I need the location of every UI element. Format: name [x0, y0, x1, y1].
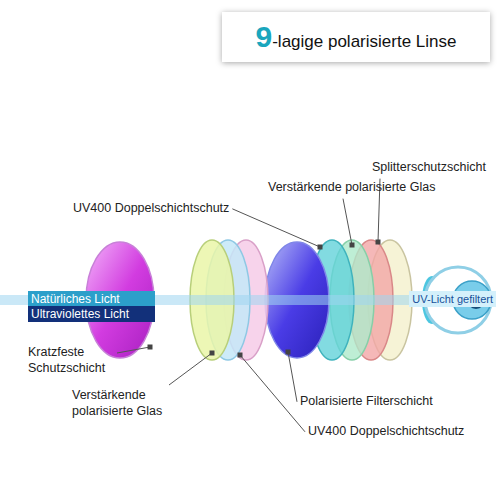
layer-label: UV400 Doppelschichtschutz — [73, 201, 229, 217]
leader-dot — [318, 245, 323, 250]
light-band: Natürliches Licht — [28, 291, 155, 307]
leader-line — [343, 199, 352, 245]
filtered-band: UV-Licht gefiltert — [409, 291, 496, 307]
leader-dot — [238, 353, 243, 358]
layer-label: Polarisierte Filterschicht — [300, 394, 433, 410]
light-band: Ultraviolettes Licht — [28, 306, 155, 322]
leader-dot — [148, 345, 153, 350]
leader-line — [117, 347, 150, 353]
leader-line — [232, 209, 320, 247]
title: 9-lagige polarisierte Linse — [256, 20, 457, 54]
leader-line — [169, 353, 212, 385]
leader-line — [288, 352, 297, 402]
layer-label: Verstärkende polarisierte Glas — [268, 180, 435, 196]
layer-label: Splitterschutzschicht — [372, 160, 486, 176]
leader-dot — [210, 351, 215, 356]
layer-label: Kratzfeste Schutzschicht — [28, 345, 114, 376]
layer-label: Verstärkende polarisierte Glas — [72, 388, 184, 419]
title-box: 9-lagige polarisierte Linse — [222, 12, 490, 62]
leader-line — [240, 355, 305, 432]
leader-dot — [350, 243, 355, 248]
layer-label: UV400 Doppelschichtschutz — [308, 424, 464, 440]
leader-dot — [376, 240, 381, 245]
leader-dot — [286, 350, 291, 355]
